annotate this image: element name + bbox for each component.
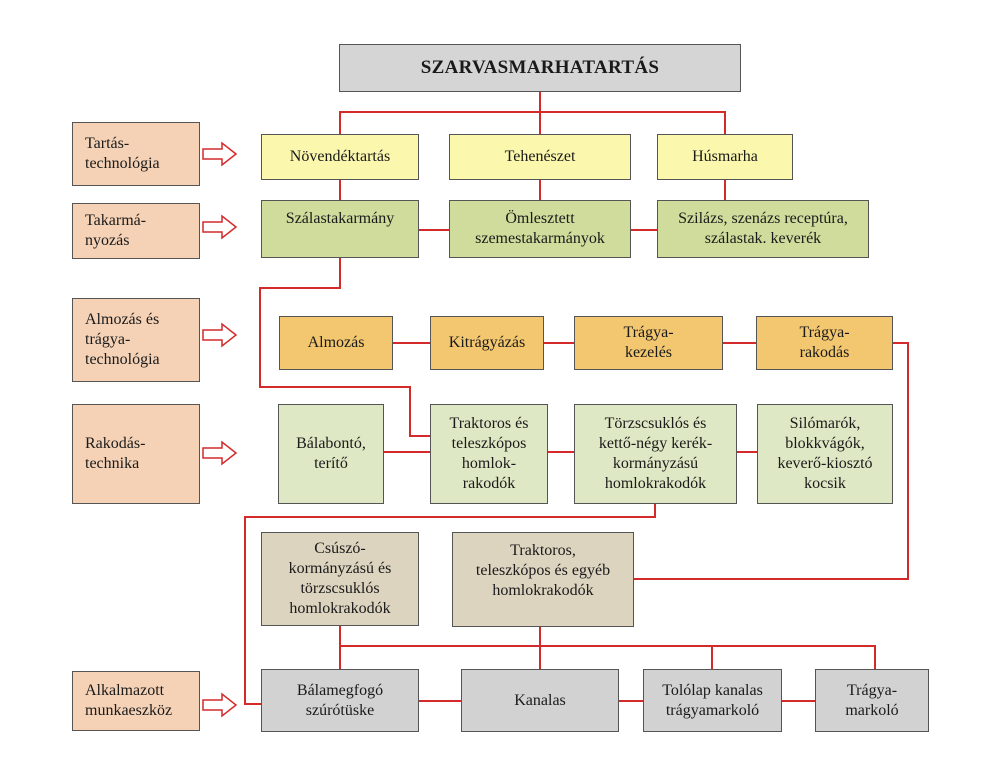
- feeding-omlesztett-szemestakarmanyok: Ömlesztett szemestakarmányok: [449, 200, 631, 258]
- loading-silomarok-blokkvagok: Silómarók, blokkvágók, keverő-kiosztó ko…: [757, 404, 893, 504]
- connector-title-husbandry: [339, 111, 726, 134]
- tool-kanalas: Kanalas: [461, 669, 619, 732]
- diagram-title: SZARVASMARHATARTÁS: [339, 44, 741, 92]
- tool-tololap-kanalas-tragyamarkolo: Tolólap kanalas trágyamarkoló: [643, 669, 782, 732]
- connector-traktoros-tools: [340, 627, 541, 647]
- husbandry-husmarha: Húsmarha: [657, 134, 793, 180]
- loading-balabonto-terito: Bálabontó, terítő: [278, 404, 384, 504]
- category-almozas-tragya-technologia: Almozás és trágya- technológia: [72, 298, 200, 382]
- bedding-tragya-rakodas: Trágya- rakodás: [756, 316, 893, 370]
- connector-loading-tools: [244, 504, 656, 705]
- feeding-silazs-szenazs: Szilázs, szenázs receptúra, szálastak. k…: [657, 200, 869, 258]
- feeding-szalastakarmany: Szálastakarmány: [261, 200, 419, 258]
- bedding-almozas: Almozás: [279, 316, 393, 370]
- connector-feeding-loading: [259, 258, 430, 437]
- category-alkalmazott-munkaeszkoz: Alkalmazott munkaeszköz: [72, 671, 200, 731]
- loading-torzscsuklos-kerekkormanyzasu: Törzscsuklós és kettő-négy kerék- kormán…: [574, 404, 737, 504]
- connector-rakodas-loaders: [634, 342, 909, 580]
- tool-balamegfogo-szurotuske: Bálamegfogó szúrótüske: [261, 669, 419, 732]
- connector-traktoros-tools-right: [540, 645, 876, 669]
- arrow-icon: [202, 440, 238, 466]
- category-tartas-technologia: Tartás- technológia: [72, 122, 200, 186]
- loader-traktoros-teleszkopos-egyeb: Traktoros, teleszkópos és egyéb homlokra…: [452, 532, 634, 627]
- tool-tragya-markolo: Trágya- markoló: [815, 669, 929, 732]
- loader-csuszokormanyzasu: Csúszó- kormányzású és törzscsuklós homl…: [261, 532, 419, 626]
- arrow-icon: [202, 214, 238, 240]
- arrow-icon: [202, 322, 238, 348]
- category-rakodas-technika: Rakodás- technika: [72, 404, 200, 504]
- bedding-tragya-kezeles: Trágya- kezelés: [574, 316, 723, 370]
- arrow-icon: [202, 141, 238, 167]
- category-takarmanyozas: Takarmá- nyozás: [72, 203, 200, 259]
- loading-traktoros-teleszkopos: Traktoros és teleszkópos homlok- rakodók: [430, 404, 548, 504]
- husbandry-tehenszet: Tehenészet: [449, 134, 631, 180]
- arrow-icon: [202, 692, 238, 718]
- bedding-kitragyazas: Kitrágyázás: [430, 316, 544, 370]
- husbandry-novendektartas: Növendéktartás: [261, 134, 419, 180]
